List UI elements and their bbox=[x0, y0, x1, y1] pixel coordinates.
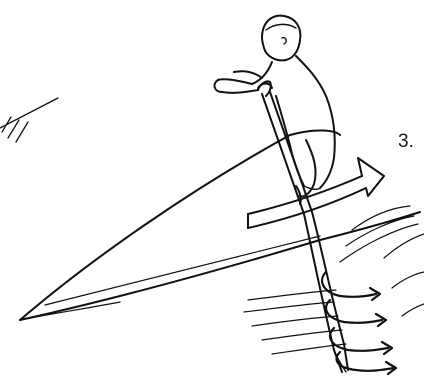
water-swirl-arrows-icon bbox=[322, 272, 396, 374]
step-number-label: 3. bbox=[398, 132, 414, 151]
water-hatch-left-icon bbox=[0, 98, 58, 142]
paddler-figure-icon bbox=[215, 16, 335, 204]
water-wake-icon bbox=[244, 206, 424, 354]
